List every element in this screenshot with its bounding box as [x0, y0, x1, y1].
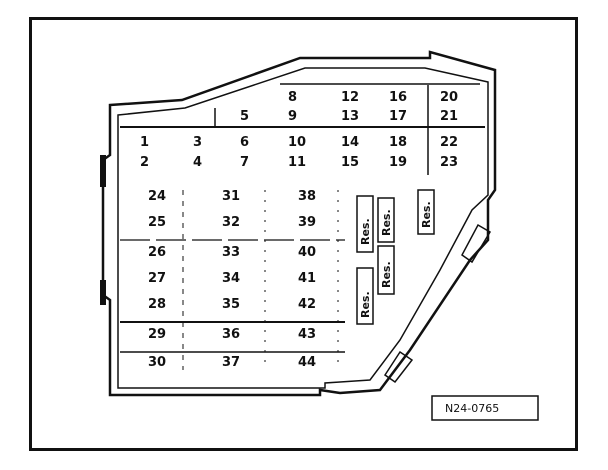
- fuse-6: 6: [240, 135, 249, 150]
- fuse-10: 10: [288, 135, 306, 150]
- fuse-4: 4: [193, 155, 202, 170]
- fuse-36: 36: [222, 327, 240, 342]
- res-box-5: [356, 267, 374, 325]
- fuse-18: 18: [389, 135, 407, 150]
- fuse-5: 5: [240, 109, 249, 124]
- housing-inner-outline: [117, 67, 489, 389]
- figure-code: N24-0765: [445, 402, 499, 415]
- res-box-2: [377, 197, 395, 243]
- fuse-29: 29: [148, 327, 166, 342]
- fuse-7: 7: [240, 155, 249, 170]
- fuse-26: 26: [148, 245, 166, 260]
- fuse-39: 39: [298, 215, 316, 230]
- diagram-frame: [29, 17, 578, 451]
- fuse-42: 42: [298, 297, 316, 312]
- fuse-2: 2: [140, 155, 149, 170]
- fuse-21: 21: [440, 109, 458, 124]
- fuse-11: 11: [288, 155, 306, 170]
- fuse-37: 37: [222, 355, 240, 370]
- res-label-4: Res.: [380, 261, 393, 288]
- fuse-16: 16: [389, 90, 407, 105]
- fuse-31: 31: [222, 189, 240, 204]
- fuse-17: 17: [389, 109, 407, 124]
- fuse-27: 27: [148, 271, 166, 286]
- bottom-latch: [383, 350, 414, 384]
- fuse-44: 44: [298, 355, 316, 370]
- fuse-35: 35: [222, 297, 240, 312]
- fuse-23: 23: [440, 155, 458, 170]
- fuse-25: 25: [148, 215, 166, 230]
- fuse-20: 20: [440, 90, 458, 105]
- fuse-22: 22: [440, 135, 458, 150]
- fuse-14: 14: [341, 135, 359, 150]
- res-label-1: Res.: [359, 218, 372, 245]
- figure-code-box: [431, 395, 539, 421]
- fuse-28: 28: [148, 297, 166, 312]
- fuse-33: 33: [222, 245, 240, 260]
- fuse-3: 3: [193, 135, 202, 150]
- res-box-1: [356, 195, 374, 253]
- left-tab-bottom: [100, 280, 106, 305]
- fuse-34: 34: [222, 271, 240, 286]
- fuse-19: 19: [389, 155, 407, 170]
- res-box-4: [377, 245, 395, 295]
- res-label-2: Res.: [380, 209, 393, 236]
- fuse-24: 24: [148, 189, 166, 204]
- fuse-1: 1: [140, 135, 149, 150]
- fuse-12: 12: [341, 90, 359, 105]
- fuse-13: 13: [341, 109, 359, 124]
- fuse-15: 15: [341, 155, 359, 170]
- fuse-30: 30: [148, 355, 166, 370]
- fuse-41: 41: [298, 271, 316, 286]
- fuse-38: 38: [298, 189, 316, 204]
- res-label-3: Res.: [420, 201, 433, 228]
- fuse-8: 8: [288, 90, 297, 105]
- res-label-5: Res.: [359, 291, 372, 318]
- right-latch: [461, 223, 492, 264]
- left-tab-top: [100, 155, 106, 187]
- fuse-32: 32: [222, 215, 240, 230]
- res-box-3: [417, 189, 435, 235]
- fuse-9: 9: [288, 109, 297, 124]
- fuse-43: 43: [298, 327, 316, 342]
- fuse-40: 40: [298, 245, 316, 260]
